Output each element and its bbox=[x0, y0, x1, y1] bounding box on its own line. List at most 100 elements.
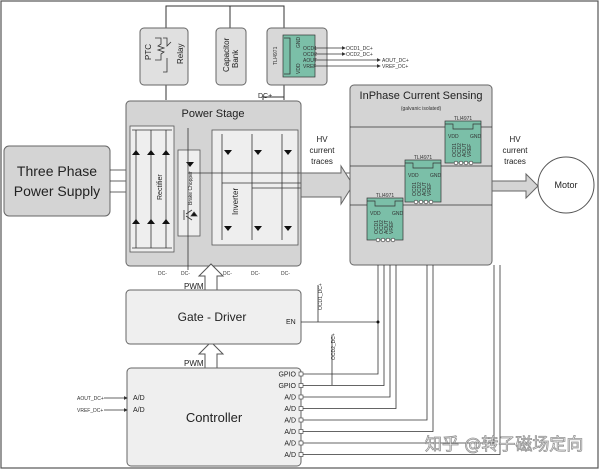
power-stage-title: Power Stage bbox=[182, 108, 245, 120]
dc-sensor-chip-label: TLI4971 bbox=[273, 46, 279, 65]
pin-terminal bbox=[375, 237, 381, 243]
three-phase-power-supply: Three Phase Power Supply bbox=[3, 145, 165, 217]
pin-terminal bbox=[463, 160, 469, 166]
pin-terminal bbox=[385, 237, 391, 243]
sensor-pin-ocd2: OCD2 bbox=[457, 143, 463, 157]
pin-terminal bbox=[418, 199, 424, 205]
gnd-pin: GND bbox=[392, 211, 404, 217]
dc-current-sensor: TLI4971 GND VDD OCD1 OCD2 AOUT VREF OCD1… bbox=[266, 27, 409, 86]
vdd-pin: VDD bbox=[370, 211, 381, 217]
dc-sensor-pin-vref: VREF bbox=[303, 64, 316, 70]
sensor-pin-ocd2: OCD2 bbox=[379, 220, 385, 234]
hv1-label-line2: current bbox=[310, 146, 336, 155]
brake-chopper-label: Brake Chopper bbox=[188, 171, 194, 205]
vdd-pin: VDD bbox=[448, 134, 459, 140]
controller-left-port-ad-1: A/D bbox=[133, 395, 145, 402]
sensor-pin-ocd1: OCD1 bbox=[452, 143, 458, 157]
sensor-pin-aout: AOUT bbox=[462, 143, 468, 157]
watermark: 知乎 @转子磁场定向 bbox=[425, 435, 583, 455]
hv1-label-line3: traces bbox=[311, 157, 333, 166]
dc-minus-4: DC- bbox=[251, 271, 260, 277]
sense-wire bbox=[303, 265, 391, 398]
hv-arrow-2 bbox=[491, 172, 539, 200]
gate-driver-en-pin: EN bbox=[286, 319, 296, 326]
port-terminal bbox=[298, 371, 304, 377]
power-supply-label-line1: Three Phase bbox=[17, 163, 97, 179]
power-supply-label-line2: Power Supply bbox=[14, 183, 100, 199]
sensor-pin-vref: VREF bbox=[427, 183, 433, 196]
sense-wire bbox=[303, 265, 428, 421]
motor-block: Motor bbox=[537, 156, 595, 214]
sense-wire bbox=[303, 265, 385, 386]
ocd2-signal-label: OCD2_DC+ bbox=[346, 52, 373, 58]
pin-terminal bbox=[390, 237, 396, 243]
port-terminal bbox=[298, 406, 304, 411]
capacitor-bank-block: Capacitor Bank bbox=[215, 27, 247, 86]
dc-sensor-vdd-pin: VDD bbox=[296, 63, 302, 74]
ocd2-wire-label: OCD2_DC+ bbox=[331, 333, 337, 360]
pwm-label-lower: PWM bbox=[184, 359, 204, 368]
tli4971-label: TLI4971 bbox=[376, 193, 395, 199]
pwm-arrow-lower bbox=[197, 341, 225, 369]
rectifier-block bbox=[129, 125, 175, 253]
ocd1-wire-label: OCD1_DC+ bbox=[318, 283, 324, 310]
vdd-pin: VDD bbox=[408, 173, 419, 179]
controller-left-inputs bbox=[104, 396, 128, 412]
gnd-pin: GND bbox=[470, 134, 482, 140]
hv2-label-line1: HV bbox=[509, 135, 521, 144]
controller-vref-input: VREF_DC+ bbox=[77, 408, 103, 414]
dc-minus-5: DC- bbox=[281, 271, 290, 277]
controller-sense-wires bbox=[301, 265, 501, 455]
port-terminal bbox=[298, 417, 304, 423]
ptc-label: PTC bbox=[144, 44, 153, 60]
inverter-block bbox=[211, 129, 299, 246]
sense-wire bbox=[303, 265, 434, 432]
dc-minus-2: DC- bbox=[181, 271, 190, 277]
junction-dot bbox=[376, 320, 380, 324]
port-terminal bbox=[298, 429, 304, 434]
controller-left-port-ad-2: A/D bbox=[133, 407, 145, 414]
dc-minus-1: DC- bbox=[158, 271, 167, 277]
pin-terminal bbox=[453, 160, 459, 166]
tli4971-label: TLI4971 bbox=[454, 116, 473, 122]
inphase-title: InPhase Current Sensing bbox=[360, 90, 483, 102]
dc-minus-3: DC- bbox=[223, 271, 232, 277]
inphase-subtitle: (galvanic isolated) bbox=[401, 106, 442, 112]
controller-port-ad-3: A/D bbox=[284, 395, 296, 402]
bank-label: Bank bbox=[231, 49, 240, 68]
gate-driver-label: Gate - Driver bbox=[178, 310, 247, 324]
sense-wire bbox=[303, 265, 501, 455]
pwm-arrow-upper bbox=[197, 263, 225, 291]
pin-terminal bbox=[423, 199, 429, 205]
aout-signal-label: AOUT_DC+ bbox=[382, 58, 409, 64]
port-terminal bbox=[298, 440, 304, 446]
relay-label: Relay bbox=[176, 44, 185, 64]
sense-wire bbox=[303, 265, 379, 375]
port-terminal bbox=[298, 383, 304, 388]
pin-terminal bbox=[428, 199, 434, 205]
ptc-resistor-icon bbox=[155, 37, 166, 61]
dc-minus-labels: DC- DC- DC- DC- DC- bbox=[158, 271, 290, 277]
ocd1-signal-label: OCD1_DC+ bbox=[346, 46, 373, 52]
pin-terminal bbox=[468, 160, 474, 166]
pwm-label-upper: PWM bbox=[184, 282, 204, 291]
sensor-pin-vref: VREF bbox=[467, 144, 473, 157]
controller-aout-input: AOUT_DC+ bbox=[77, 396, 104, 402]
controller-label: Controller bbox=[186, 410, 243, 425]
port-terminal bbox=[298, 394, 304, 400]
hv2-label-line2: current bbox=[503, 146, 529, 155]
hv2-label-line3: traces bbox=[504, 157, 526, 166]
gate-driver-block: Gate - Driver EN bbox=[125, 289, 302, 345]
pin-terminal bbox=[413, 199, 419, 205]
controller-port-gpio-1: GPIO bbox=[278, 372, 296, 379]
hv1-label-line1: HV bbox=[316, 135, 328, 144]
rectifier-label: Rectifier bbox=[157, 174, 164, 200]
motor-label: Motor bbox=[554, 180, 577, 190]
ptc-relay-block: PTC Relay bbox=[139, 27, 189, 86]
